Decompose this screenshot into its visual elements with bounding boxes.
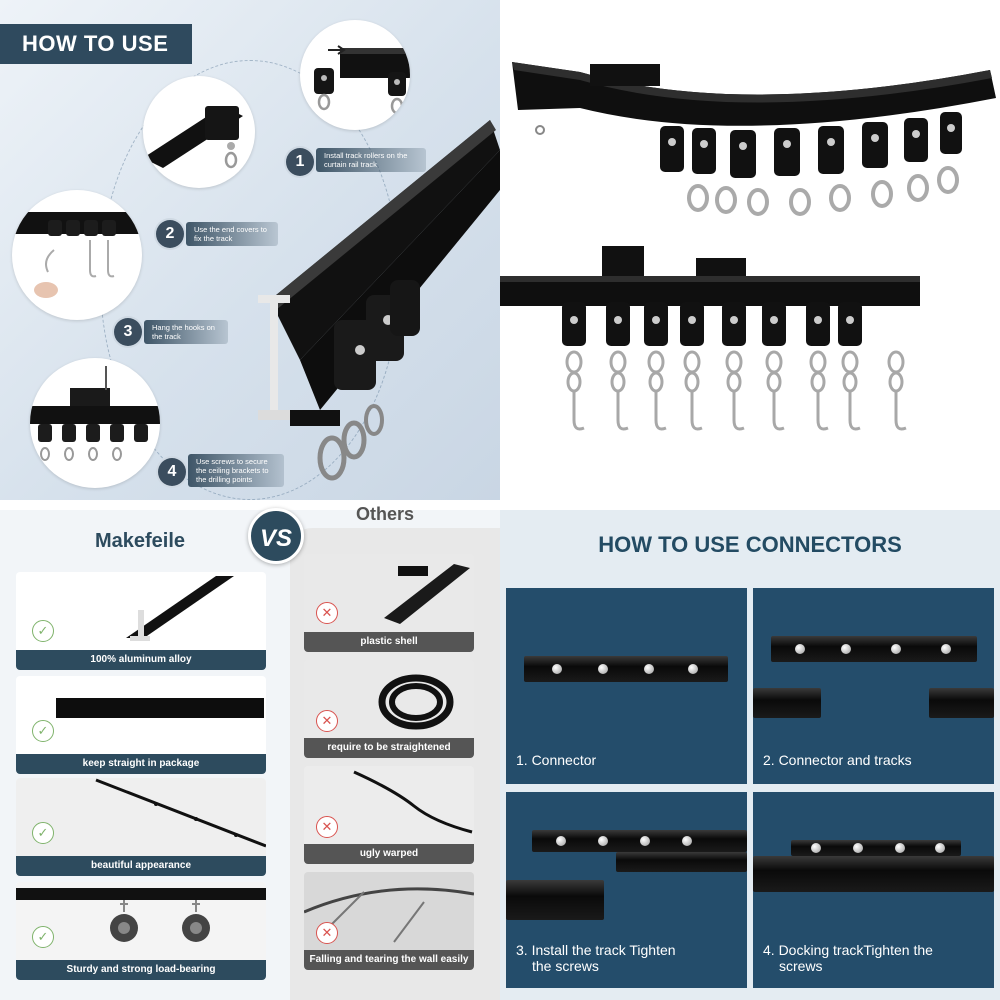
cross-icon: ✕ (316, 816, 338, 838)
product-photos-section (500, 0, 1000, 500)
others-card-4: ✕ Falling and tearing the wall easily (304, 872, 474, 970)
panel-4-label-line1: 4. Docking trackTighten the (763, 942, 933, 958)
panel-2-label: 2. Connector and tracks (763, 752, 912, 768)
ours-caption-4: Sturdy and strong load-bearing (16, 960, 266, 980)
others-card-1: ✕ plastic shell (304, 554, 474, 652)
check-icon: ✓ (32, 720, 54, 742)
curved-track-photo (500, 62, 996, 431)
brand-title: Makefeile (94, 530, 186, 552)
ours-card-1: ✓ 100% aluminum alloy (16, 572, 266, 670)
weights-image (16, 882, 266, 960)
how-to-use-section: HOW TO USE (0, 0, 500, 500)
connector-bar (791, 840, 961, 856)
connector-panel-3: 3. Install the track Tighten the screws (506, 792, 747, 988)
step-3-number: 3 (114, 318, 142, 346)
connectors-section: HOW TO USE CONNECTORS 1. Connector 2. Co… (500, 500, 1000, 1000)
check-icon: ✓ (32, 926, 54, 948)
connector-panel-4: 4. Docking trackTighten the screws (753, 792, 994, 988)
others-card-3: ✕ ugly warped (304, 766, 474, 864)
plastic-shell-image (384, 564, 470, 624)
cross-icon: ✕ (316, 602, 338, 624)
check-icon: ✓ (32, 620, 54, 642)
step-3-text: Hang the hooks on the track (144, 320, 228, 344)
track-piece (616, 852, 747, 872)
aluminum-profile-image (126, 576, 234, 641)
connector-bar (532, 830, 747, 852)
ours-caption-3: beautiful appearance (16, 856, 266, 876)
track-profile-illustration (258, 120, 500, 481)
joined-track (753, 856, 994, 892)
check-icon: ✓ (32, 822, 54, 844)
coiled-track-image (378, 674, 454, 730)
cross-icon: ✕ (316, 710, 338, 732)
panel-4-label-line2: screws (779, 958, 823, 974)
comparison-section: Makefeile Others VS ✓ 100% aluminum allo… (0, 500, 500, 1000)
straight-track-image (56, 698, 264, 718)
curved-track-rollers (660, 112, 962, 216)
how-to-use-title: HOW TO USE (0, 24, 192, 64)
step-4-text: Use screws to secure the ceiling bracket… (188, 454, 284, 487)
step-4-number: 4 (158, 458, 186, 486)
hook-chain-group (565, 350, 907, 431)
vs-badge: VS (248, 508, 304, 564)
step-1-number: 1 (286, 148, 314, 176)
ours-card-2: ✓ keep straight in package (16, 676, 266, 774)
others-caption-2: require to be straightened (304, 738, 474, 758)
step-1-image (300, 20, 410, 130)
ours-caption-2: keep straight in package (16, 754, 266, 774)
panel-1-label: 1. Connector (516, 752, 597, 768)
installed-track-image (16, 778, 266, 856)
others-card-2: ✕ require to be straightened (304, 660, 474, 758)
ours-caption-1: 100% aluminum alloy (16, 650, 266, 670)
ours-card-4: ✓ Sturdy and strong load-bearing (16, 882, 266, 980)
track-piece-left (753, 688, 821, 718)
step-2-number: 2 (156, 220, 184, 248)
others-caption-1: plastic shell (304, 632, 474, 652)
others-caption-3: ugly warped (304, 844, 474, 864)
connector-panel-1: 1. Connector (506, 588, 747, 784)
step-4-image (30, 358, 160, 488)
connectors-title: HOW TO USE CONNECTORS (598, 532, 902, 557)
connector-panel-2: 2. Connector and tracks (753, 588, 994, 784)
step-1-text: Install track rollers on the curtain rai… (316, 148, 426, 172)
panel-3-label-line1: 3. Install the track Tighten (516, 942, 676, 958)
track-piece-lower (506, 880, 604, 920)
track-piece-right (929, 688, 994, 718)
step-3-image (12, 190, 142, 320)
ours-card-3: ✓ beautiful appearance (16, 778, 266, 876)
step-2-text: Use the end covers to fix the track (186, 222, 278, 246)
others-caption-4: Falling and tearing the wall easily (304, 950, 474, 970)
others-title: Others (355, 504, 415, 524)
step-2-image (143, 76, 255, 188)
straight-track-rollers (562, 302, 862, 346)
panel-3-label-line2: the screws (532, 958, 599, 974)
cross-icon: ✕ (316, 922, 338, 944)
